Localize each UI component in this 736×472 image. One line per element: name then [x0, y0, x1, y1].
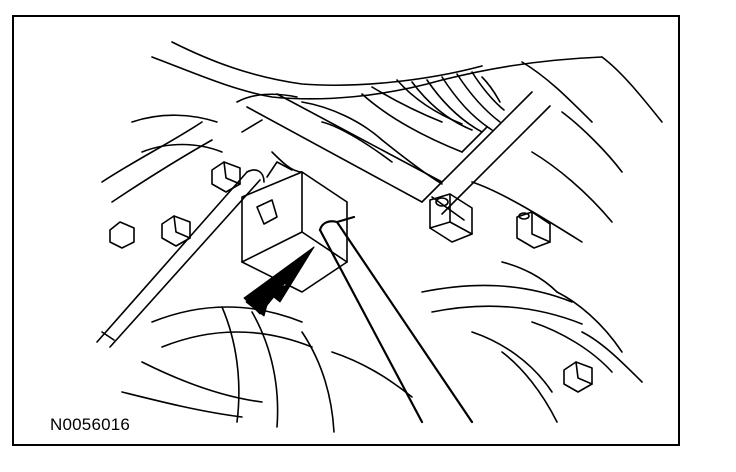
lower-housing — [121, 306, 413, 433]
right-lower-components — [421, 261, 643, 423]
figure-id-label: N0056016 — [48, 415, 133, 435]
axle-shaft — [241, 93, 443, 203]
right-bracket — [421, 91, 623, 243]
upper-housing — [151, 41, 663, 123]
left-strut — [96, 114, 265, 348]
location-arrow-icon — [243, 246, 315, 317]
bolt-right — [516, 211, 551, 249]
pry-bar-tool — [318, 215, 474, 424]
cv-boot — [361, 71, 505, 153]
hex-nut-right — [429, 193, 473, 243]
hex-nut-left-lower — [161, 215, 191, 247]
illustration-frame: N0056016 — [12, 15, 680, 446]
bolt-bottom-right — [563, 361, 593, 393]
hex-nut-left-far — [109, 221, 135, 249]
hub-housing — [241, 151, 348, 293]
mechanical-drawing — [96, 41, 663, 433]
hex-nut-left-upper — [211, 161, 241, 193]
